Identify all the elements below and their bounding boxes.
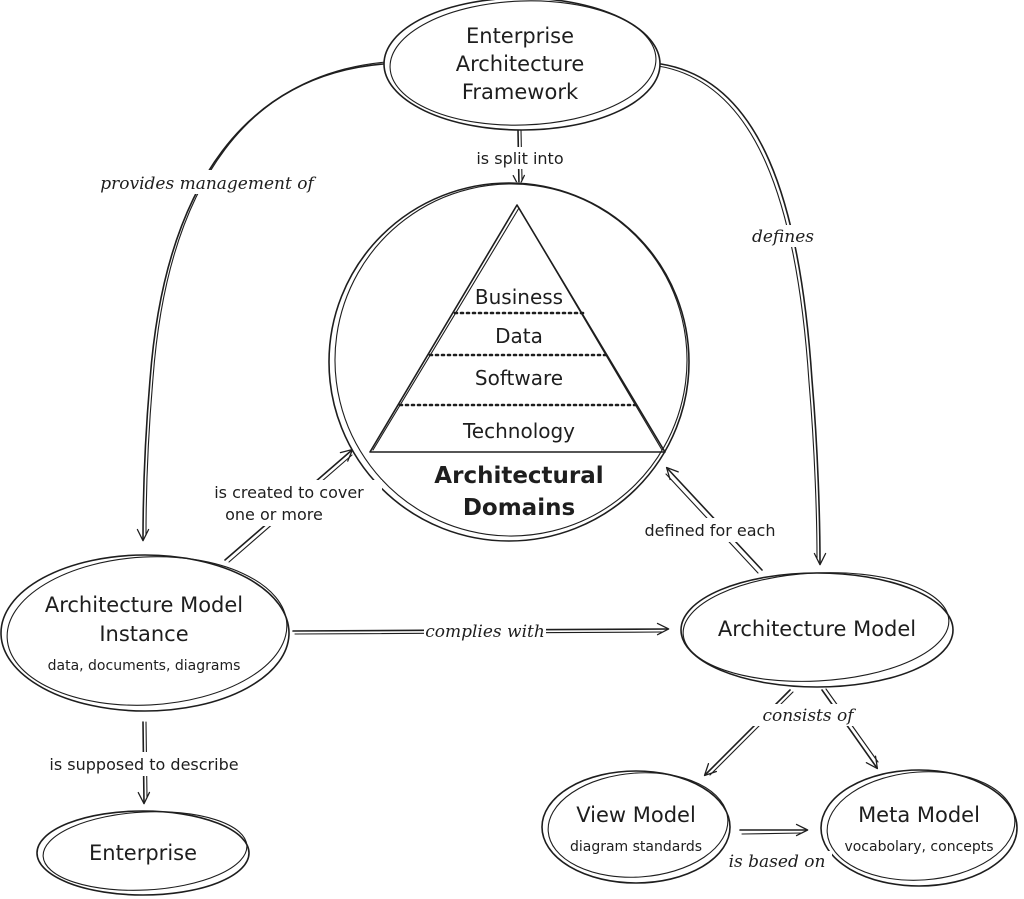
framework-title-line-3: Framework [462,80,579,104]
label-is-supposed-to-describe: is supposed to describe [34,752,254,776]
svg-text:defined for each: defined for each [645,521,776,540]
svg-text:provides management of: provides management of [100,174,316,194]
node-framework[interactable]: Enterprise Architecture Framework [383,0,661,131]
label-defines: defines [748,225,818,247]
model-instance-title-line-2: Instance [99,622,188,646]
label-is-based-on: is based on [722,851,832,873]
edge-defines [657,63,827,566]
node-meta-model[interactable]: Meta Model vocabolary, concepts [820,766,1019,887]
svg-text:is split into: is split into [476,149,563,168]
framework-title-line-2: Architecture [456,52,585,76]
node-architecture-model-instance[interactable]: Architecture Model Instance data, docume… [0,550,291,712]
domains-title-line-1: Architectural [434,463,603,489]
framework-title-line-1: Enterprise [466,24,574,48]
label-defined-for-each: defined for each [630,518,790,542]
layer-data: Data [495,324,543,348]
model-instance-subtitle: data, documents, diagrams [48,658,241,674]
layer-software: Software [475,366,563,390]
architecture-model-title: Architecture Model [718,617,916,641]
node-architectural-domains[interactable]: Business Data Software Technology Archit… [312,161,710,559]
label-is-created-to-cover: is created to cover one or more [196,480,382,526]
svg-text:defines: defines [752,227,814,247]
view-model-title: View Model [576,803,696,827]
layer-technology: Technology [462,419,575,443]
label-consists-of: consists of [752,704,864,726]
svg-text:is based on: is based on [729,852,826,872]
edge-consists-of [703,688,879,777]
domains-title-line-2: Domains [463,495,575,521]
edge-provides-management-of [136,61,387,542]
svg-text:complies with: complies with [425,622,545,642]
svg-text:one or more: one or more [225,505,323,524]
meta-model-subtitle: vocabolary, concepts [844,839,993,855]
domain-pyramid [369,204,666,453]
label-provides-management-of: provides management of [94,170,320,194]
svg-text:is supposed to describe: is supposed to describe [49,755,238,774]
svg-text:consists of: consists of [762,706,856,726]
node-view-model[interactable]: View Model diagram standards [541,767,731,884]
label-complies-with: complies with [424,620,546,642]
enterprise-title: Enterprise [89,841,197,865]
meta-model-title: Meta Model [858,803,980,827]
model-instance-title-line-1: Architecture Model [45,593,243,617]
label-is-split-into: is split into [468,147,572,169]
layer-business: Business [475,285,563,309]
edge-is-based-on [739,823,809,837]
svg-text:is created to cover: is created to cover [214,483,364,502]
view-model-subtitle: diagram standards [570,839,702,855]
node-enterprise[interactable]: Enterprise [36,807,250,896]
node-architecture-model[interactable]: Architecture Model [680,566,954,688]
